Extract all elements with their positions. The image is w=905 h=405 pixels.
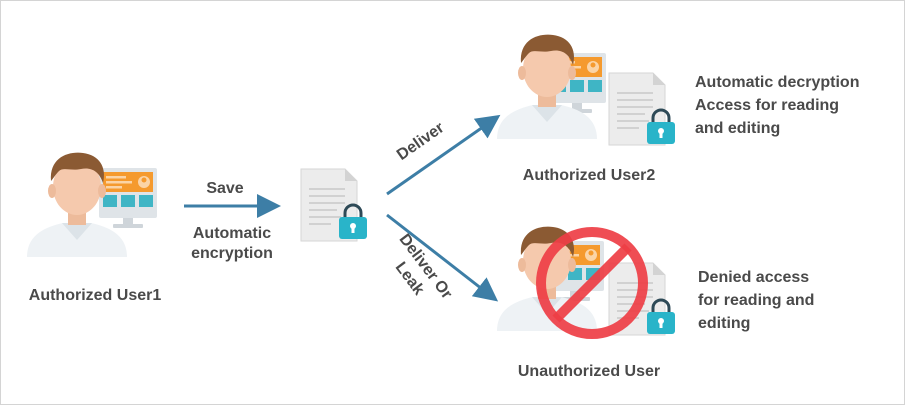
prohibited-icon [536,227,648,339]
deliver-or-leak-arrow [386,213,499,302]
authorized-user1-graphic [27,152,157,257]
authorized-user2-graphic [497,34,677,146]
denied-access-note: Denied access for reading and editing [698,269,815,332]
deliver-arrow [386,114,501,196]
automatic-encryption-label: Automatic encryption [191,225,273,262]
encrypted-document [300,168,369,242]
unauthorized-user-label: Unauthorized User [517,363,661,380]
authorized-access-note: Automatic decryption Access for reading … [695,74,860,137]
unauthorized-user-graphic [497,226,677,339]
save-label: Save [206,180,244,197]
authorized-user1-label: Authorized User1 [28,287,162,304]
monitor-icon [99,168,157,228]
authorized-user2-label: Authorized User2 [522,167,656,184]
